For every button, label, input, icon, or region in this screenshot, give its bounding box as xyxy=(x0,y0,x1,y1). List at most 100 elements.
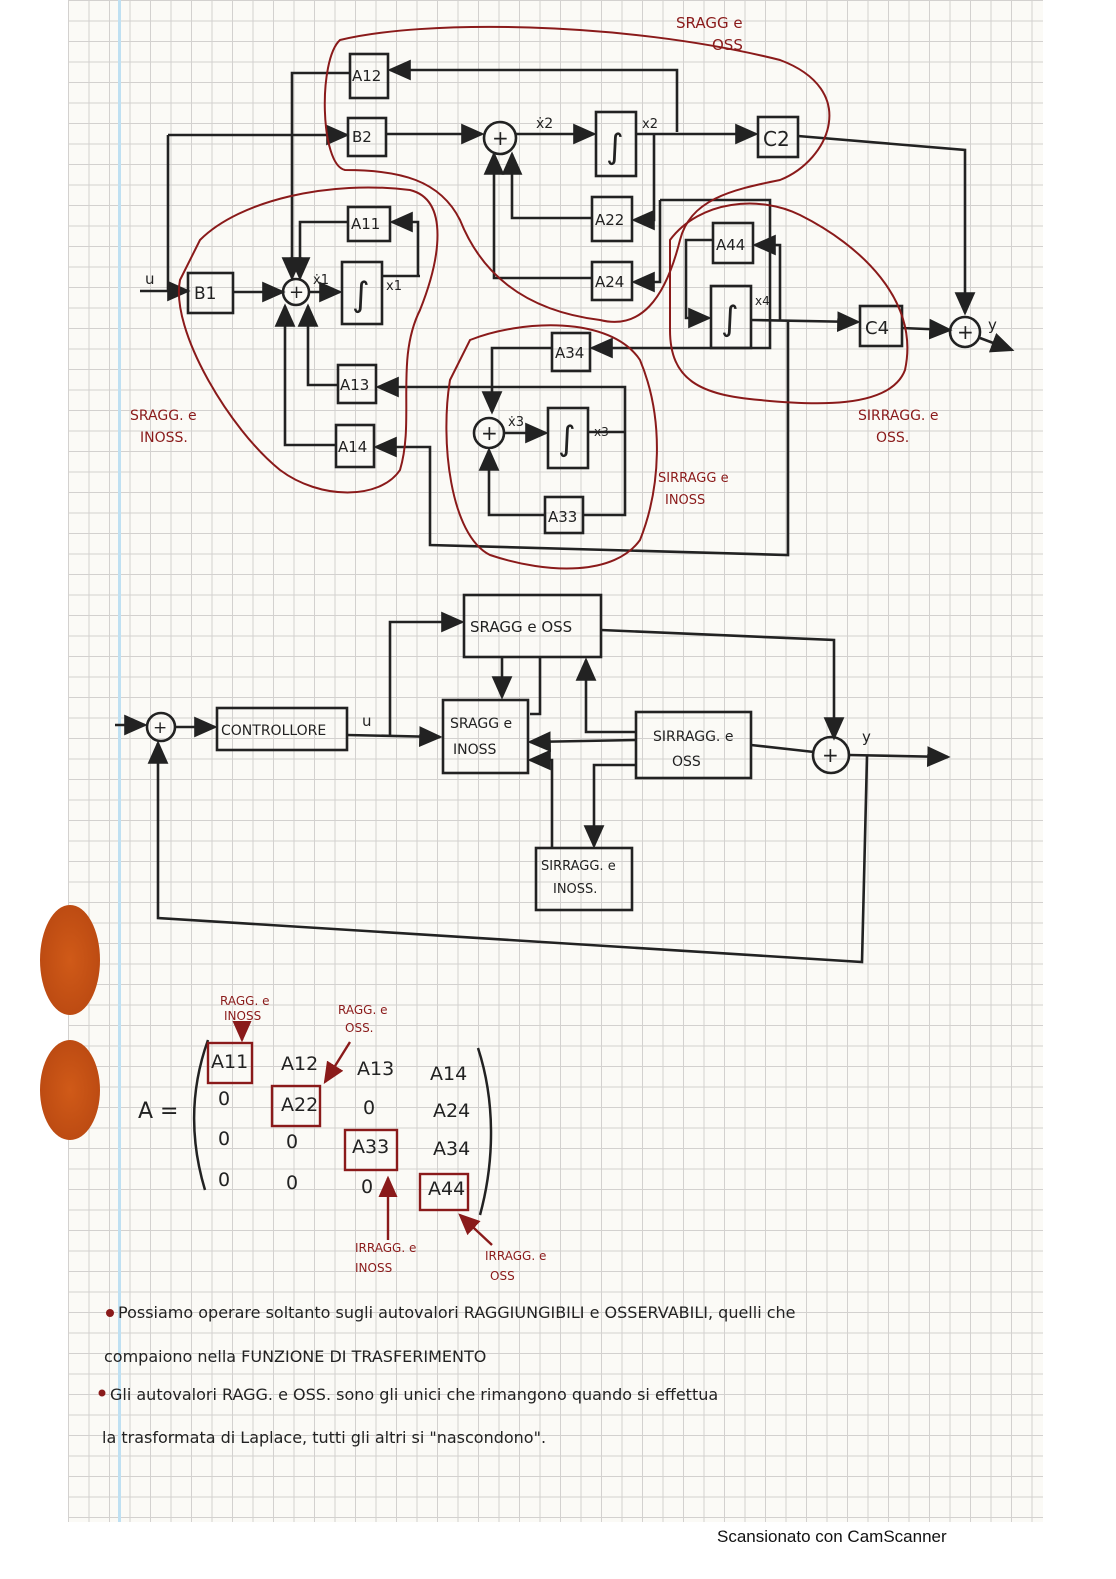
x1-label: x1 xyxy=(386,279,402,294)
matrix-cell: 0 xyxy=(218,1169,230,1191)
bullet-icon xyxy=(106,1309,114,1317)
matrix-left-bracket xyxy=(192,1039,210,1191)
arrow-a22 xyxy=(323,1041,352,1085)
sum-plus-icon: + xyxy=(822,743,839,767)
matrix-cell: A34 xyxy=(433,1138,470,1160)
matrix-lhs: A = xyxy=(138,1099,178,1124)
region-top-label-1: SRAGG e xyxy=(676,14,743,32)
note-1-line-1: Possiamo operare soltanto sugli autovalo… xyxy=(118,1303,796,1322)
diagram2-labels: + + CONTROLLORE u y SRAGG e OSS SRAGG e … xyxy=(153,618,871,897)
block-sragg-inoss xyxy=(441,698,530,775)
u-label: u xyxy=(145,270,155,288)
block-b2 xyxy=(346,116,388,158)
a34-in-line xyxy=(589,320,772,359)
label-a14: A14 xyxy=(338,438,367,456)
right-to-middle-line xyxy=(527,731,637,753)
highlight-a33 xyxy=(343,1128,399,1172)
a33-out-line xyxy=(478,447,545,517)
label-a24: A24 xyxy=(595,273,624,291)
a24-out-line xyxy=(483,151,592,280)
arrow-a44 xyxy=(458,1213,493,1246)
note-2-line-1: Gli autovalori RAGG. e OSS. sono gli uni… xyxy=(110,1385,718,1404)
camscanner-footer: Scansionato con CamScanner xyxy=(717,1527,947,1546)
region-sirragg-oss xyxy=(669,202,909,405)
top-to-output-line xyxy=(600,628,845,741)
integrator-icon: ∫ xyxy=(606,127,624,167)
label-a11: A11 xyxy=(351,215,380,233)
a44-in-line xyxy=(752,234,782,320)
region-top-label-2: OSS xyxy=(712,36,743,54)
notes: Possiamo operare soltanto sugli autovalo… xyxy=(98,1303,796,1447)
diagram1-labels: B1 B2 A12 A11 A13 A14 A22 A24 A44 A34 A3… xyxy=(145,67,997,526)
margin-line xyxy=(118,0,121,1522)
matrix-cell: 0 xyxy=(363,1097,375,1119)
a12-in-line xyxy=(387,59,679,132)
annotation-a33-1: IRRAGG. e xyxy=(355,1241,416,1255)
notebook-page xyxy=(68,0,1043,1522)
block-right-label-2: OSS xyxy=(672,754,701,770)
finger-shape xyxy=(40,1040,100,1140)
integrator-1 xyxy=(340,260,384,326)
matrix-cell: 0 xyxy=(286,1172,298,1194)
region-labels: SRAGG e OSS SRAGG. e INOSS. SIRRAGG. e O… xyxy=(130,14,938,508)
block-middle-label-1: SRAGG e xyxy=(450,716,512,732)
block-sragg-oss xyxy=(462,593,603,659)
bullet-icon xyxy=(98,1389,106,1397)
matrix-cell: A13 xyxy=(357,1058,394,1080)
a13-in-line xyxy=(375,376,627,432)
highlight-a11 xyxy=(206,1041,254,1085)
u-line xyxy=(346,726,443,747)
region-sragg-inoss xyxy=(177,186,439,494)
x1dot-label: ẋ1 xyxy=(313,273,329,288)
annotation-a44-2: OSS xyxy=(490,1269,515,1283)
annotation-a33-2: INOSS xyxy=(355,1261,392,1275)
y-label: y xyxy=(988,316,997,334)
annotation-a44-1: IRRAGG. e xyxy=(485,1249,546,1263)
matrix-cell: A24 xyxy=(433,1100,470,1122)
feedback-line xyxy=(147,740,869,964)
label-a22: A22 xyxy=(595,211,624,229)
matrix-cell: 0 xyxy=(361,1176,373,1198)
block-top-label: SRAGG e OSS xyxy=(470,618,572,636)
region-sirragg-inoss xyxy=(445,324,658,570)
highlight-a22 xyxy=(270,1084,322,1128)
top-to-middle-line-2 xyxy=(530,657,542,716)
right-to-bottom-line xyxy=(583,763,636,849)
a11-feedback-in xyxy=(389,211,420,276)
a24-in-line xyxy=(631,200,662,293)
x4-to-a24-line xyxy=(660,198,772,320)
sum-plus-icon: + xyxy=(481,421,498,445)
bottom-to-middle-line xyxy=(527,749,554,848)
label-b2: B2 xyxy=(352,128,372,146)
integrator-icon: ∫ xyxy=(558,419,576,459)
label-a12: A12 xyxy=(352,67,381,85)
note-2-line-2: la trasformata di Laplace, tutti gli alt… xyxy=(102,1428,546,1447)
label-c2: C2 xyxy=(763,127,790,151)
label-a33: A33 xyxy=(548,508,577,526)
kalman-decomposition-diagram xyxy=(115,593,951,964)
sum-plus-icon: + xyxy=(153,718,167,738)
note-1-line-2: compaiono nella FUNZIONE DI TRASFERIMENT… xyxy=(104,1347,486,1366)
c2-out-line xyxy=(797,134,976,316)
sum-plus-icon: + xyxy=(492,126,509,150)
region-right-label-2: OSS. xyxy=(876,430,909,446)
integrator-icon: ∫ xyxy=(352,275,370,315)
u-label: u xyxy=(362,712,372,730)
a14-out-line xyxy=(274,303,336,447)
x3dot-label: ẋ3 xyxy=(508,415,524,430)
matrix-cell: A12 xyxy=(281,1053,318,1075)
label-b1: B1 xyxy=(194,284,216,304)
matrix-cell: 0 xyxy=(218,1128,230,1150)
region-outlines xyxy=(177,25,909,570)
a33-in-line xyxy=(583,432,627,517)
label-a13: A13 xyxy=(340,376,369,394)
y-output-line xyxy=(979,332,1015,353)
x4-out-line xyxy=(750,311,861,333)
block-bottom-label-1: SIRRAGG. e xyxy=(541,859,616,874)
matrix-cell: A33 xyxy=(352,1136,389,1158)
y-label: y xyxy=(862,728,871,746)
sum-plus-icon: + xyxy=(957,320,974,344)
annotation-a11-2: INOSS xyxy=(224,1009,261,1023)
u-to-top-line xyxy=(388,611,465,737)
